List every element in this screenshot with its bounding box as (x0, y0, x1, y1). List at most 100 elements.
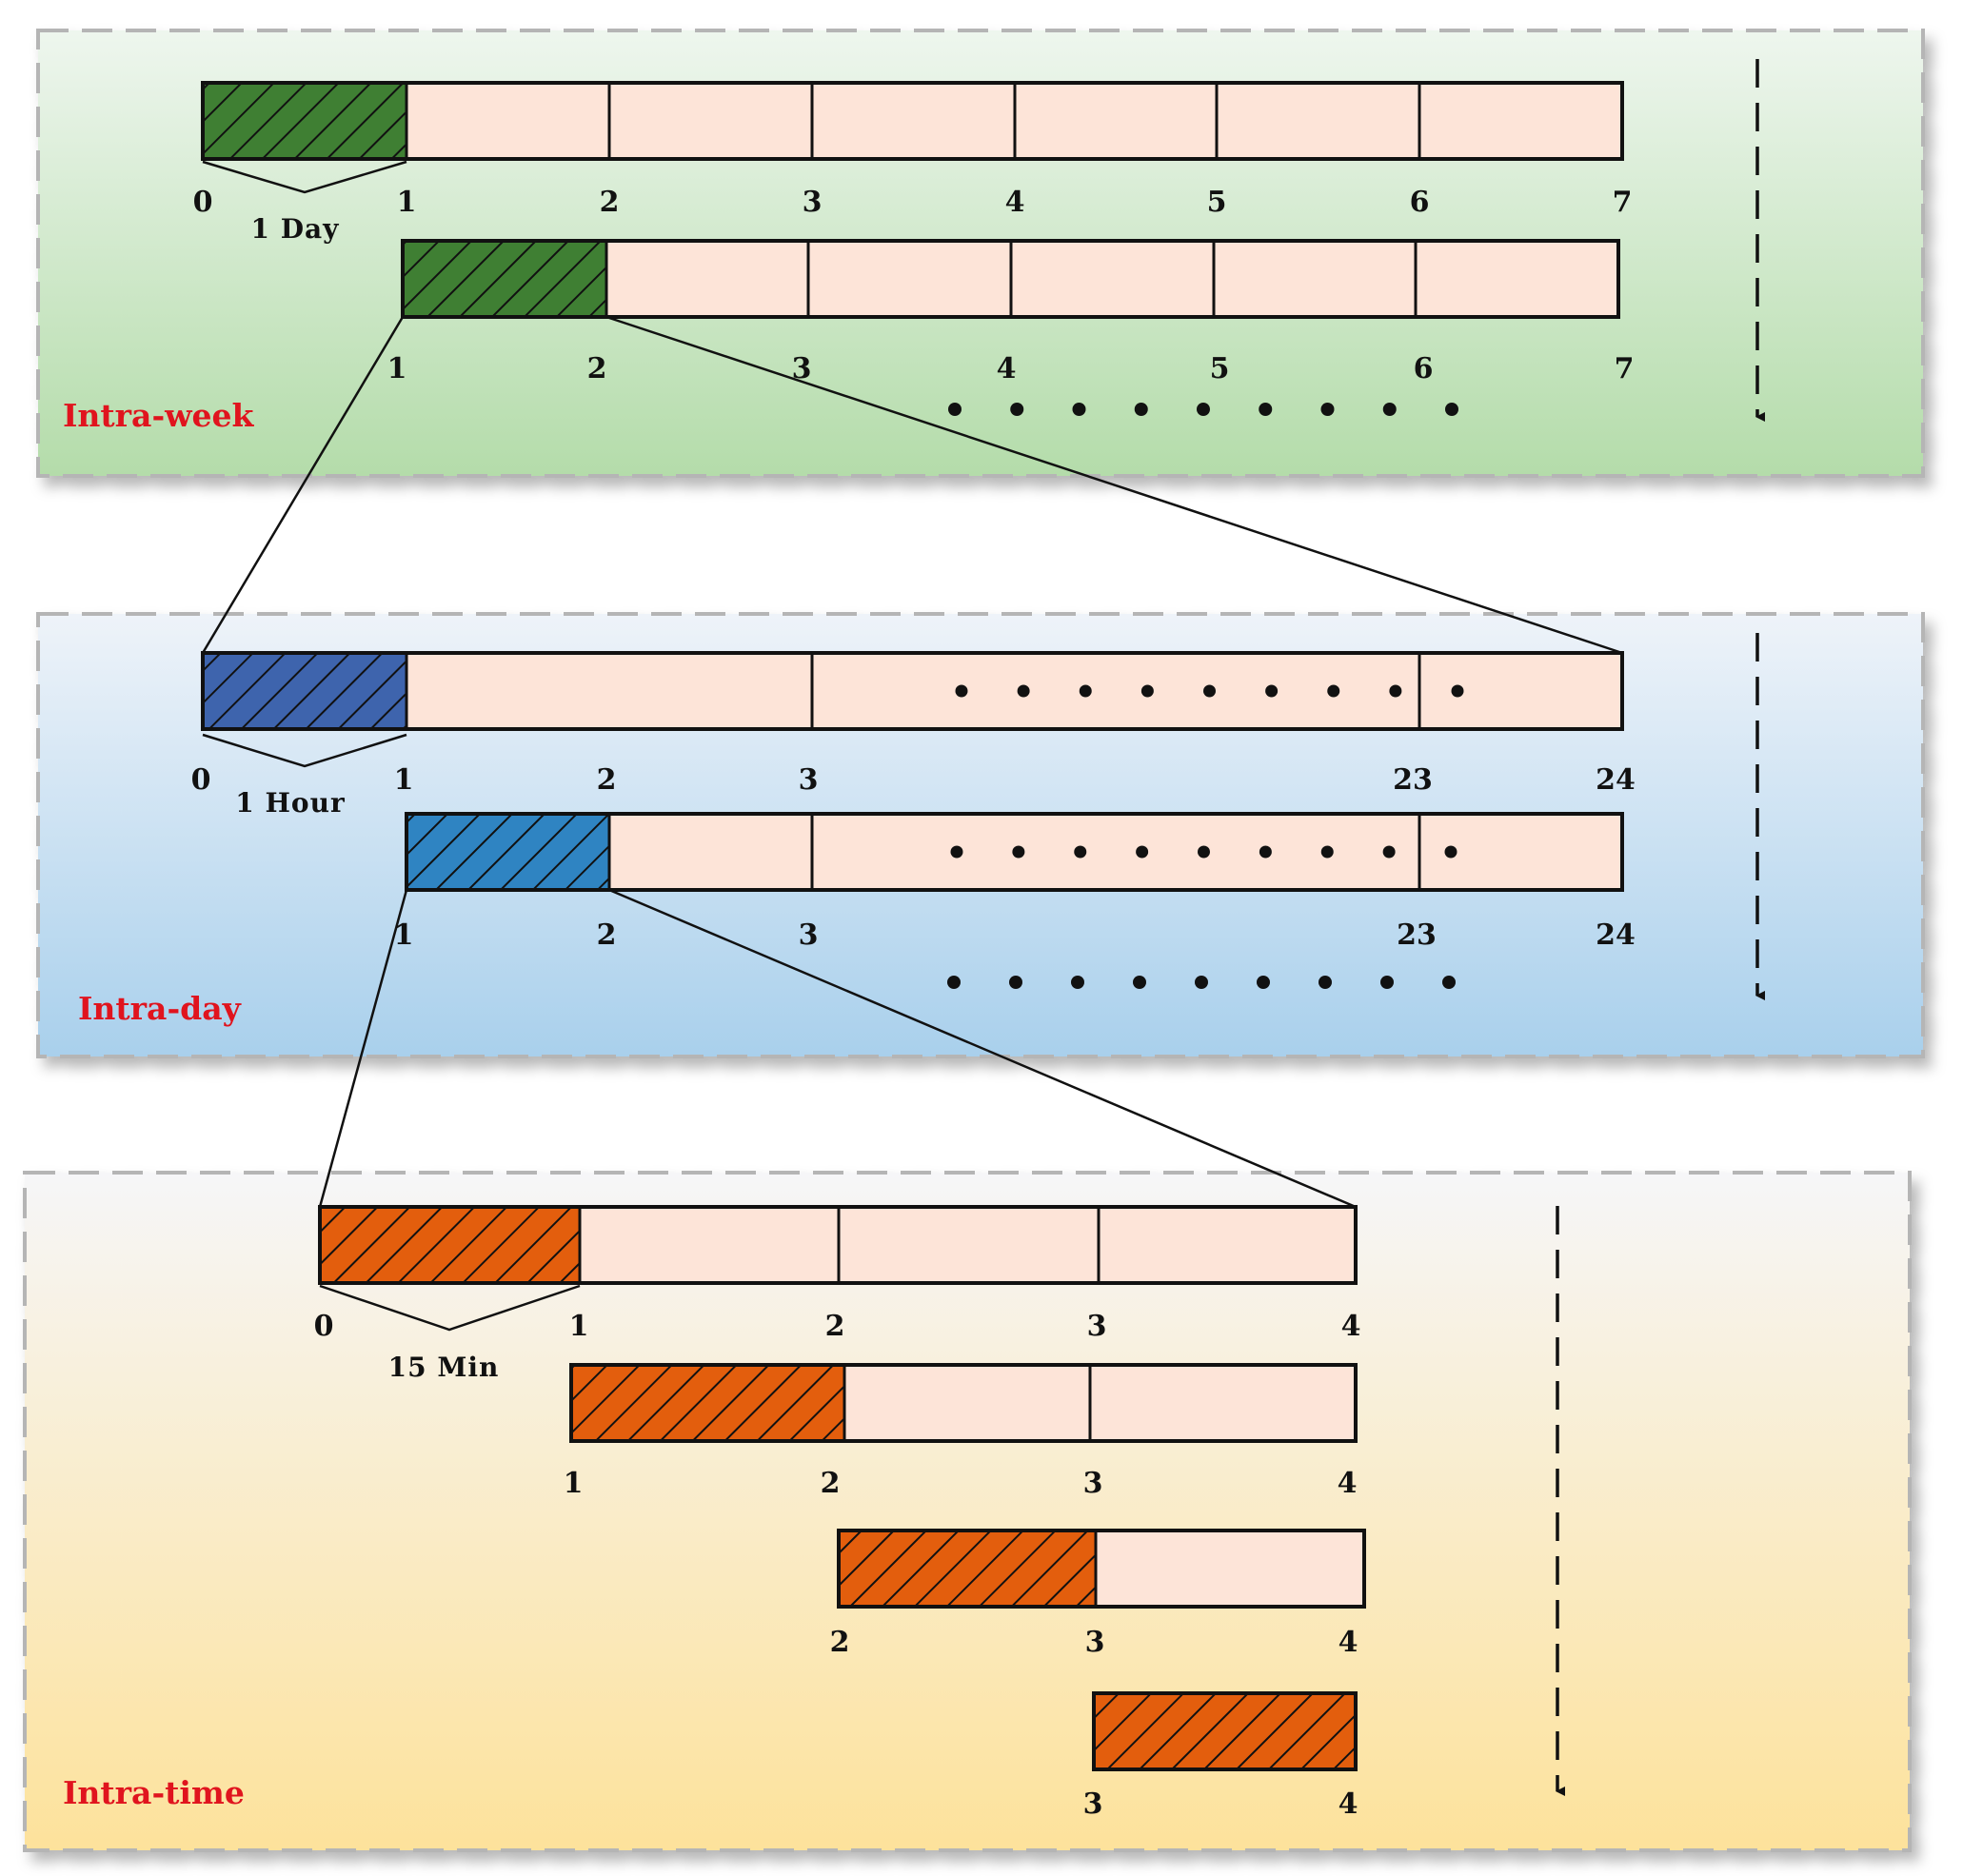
ellipsis-dot-p1-bar0-4 (1203, 684, 1216, 698)
tick-label-p2-bar1-2: 3 (1083, 1467, 1103, 1500)
tick-label-p2-bar0-2: 2 (825, 1310, 845, 1343)
tick-label-p2-bar0-0: 0 (314, 1310, 334, 1343)
tick-label-p0-bar1-5: 6 (1414, 352, 1434, 385)
tick-label-p1-bar0-1: 1 (394, 763, 414, 797)
ellipsis-dot-p1-bar0-2 (1079, 684, 1092, 698)
continuation-dot-panel1-1 (1009, 976, 1022, 989)
continuation-dot-panel1-6 (1319, 976, 1332, 989)
tick-label-p0-bar0-2: 2 (600, 186, 620, 219)
tick-label-p0-bar1-0: 1 (387, 352, 407, 385)
ellipsis-dot-p1-bar1-6 (1320, 845, 1334, 859)
tick-label-p1-bar0-5: 24 (1596, 763, 1636, 797)
active-segment-hatch-p0-bar0 (203, 83, 406, 159)
continuation-dot-panel0-2 (1072, 403, 1086, 416)
bar-outline-p2-bar1 (569, 1363, 1358, 1443)
tick-label-p0-bar0-5: 5 (1207, 186, 1227, 219)
tick-label-p0-bar1-6: 7 (1615, 352, 1635, 385)
week-to-day-connector-left (201, 316, 405, 654)
ellipsis-dot-p1-bar0-5 (1265, 684, 1279, 698)
ellipsis-dot-p1-bar0-0 (955, 684, 968, 698)
ellipsis-dot-p1-bar0-8 (1451, 684, 1464, 698)
continuation-dot-panel1-0 (947, 976, 961, 989)
active-segment-hatch-p0-bar1 (403, 241, 606, 317)
intra-day-label: Intra-day (78, 990, 242, 1027)
tick-label-p2-bar1-1: 2 (821, 1467, 841, 1500)
tick-label-p2-bar2-1: 3 (1085, 1626, 1105, 1659)
active-segment-hatch-p1-bar1 (406, 814, 609, 890)
continuation-dot-panel1-7 (1380, 976, 1394, 989)
tick-label-p0-bar1-2: 3 (792, 352, 812, 385)
min-span-brace (319, 1284, 581, 1332)
continuation-dot-panel1-8 (1442, 976, 1456, 989)
active-segment-hatch-p2-bar3 (1094, 1693, 1356, 1769)
tick-label-p1-bar1-2: 3 (799, 918, 819, 952)
day-to-time-connector-left (318, 889, 408, 1208)
tick-label-p2-bar3-1: 4 (1338, 1787, 1358, 1821)
active-segment-hatch-p2-bar1 (571, 1365, 844, 1441)
bar-outline-p2-bar3 (1092, 1691, 1358, 1771)
day-span-brace (202, 160, 407, 194)
span-label-hour: 1 Hour (235, 787, 346, 819)
continuation-dot-panel0-5 (1259, 403, 1273, 416)
intra-week-label: Intra-week (63, 397, 255, 434)
active-segment-hatch-p2-bar2 (839, 1530, 1096, 1607)
bar-outline-p2-bar0 (318, 1205, 1358, 1285)
progression-arrows (1556, 59, 1765, 1796)
ellipsis-dot-p1-bar1-8 (1444, 845, 1457, 859)
week-to-day-connector-right (605, 315, 1623, 655)
tick-label-p0-bar0-0: 0 (193, 186, 213, 219)
zoom-connectors (201, 315, 1623, 1209)
span-label-min: 15 Min (388, 1352, 500, 1383)
tick-label-p0-bar1-1: 2 (587, 352, 607, 385)
ellipsis-dot-p1-bar1-0 (950, 845, 963, 859)
window-bar-p0-bar0 (203, 83, 1622, 159)
continuation-dot-panel0-8 (1445, 403, 1458, 416)
continuation-dot-panel0-6 (1320, 403, 1335, 416)
bar-outline-p1-bar0 (201, 651, 1624, 731)
tick-label-p2-bar0-3: 3 (1087, 1310, 1107, 1343)
tick-label-p2-bar1-0: 1 (564, 1467, 584, 1500)
continuation-dot-panel0-3 (1134, 403, 1148, 416)
active-segment-hatch-p1-bar0 (203, 653, 406, 729)
ellipsis-dot-p1-bar0-3 (1140, 684, 1154, 698)
tick-label-p0-bar1-3: 4 (997, 352, 1017, 385)
span-braces (202, 160, 581, 1332)
bar-outline-p1-bar1 (405, 812, 1624, 892)
tick-label-p0-bar0-4: 4 (1005, 186, 1025, 219)
intra-time-label: Intra-time (63, 1774, 245, 1811)
tick-label-p0-bar0-7: 7 (1613, 186, 1633, 219)
ellipsis-dot-p1-bar0-1 (1017, 684, 1030, 698)
intra-time-panel (23, 1171, 1912, 1852)
tick-label-p2-bar2-0: 2 (830, 1626, 850, 1659)
tick-label-p1-bar1-4: 24 (1596, 918, 1636, 952)
tick-label-p2-bar2-2: 4 (1338, 1626, 1358, 1659)
window-bar-p1-bar0 (203, 653, 1622, 729)
tick-label-p1-bar0-0: 0 (191, 763, 211, 797)
ellipsis-dot-p1-bar1-2 (1074, 845, 1087, 859)
ellipsis-dot-p1-bar0-6 (1327, 684, 1340, 698)
ellipsis-dot-p1-bar0-7 (1389, 684, 1402, 698)
bar-outline-p0-bar1 (401, 239, 1620, 319)
continuation-dot-panel1-3 (1133, 976, 1146, 989)
tick-label-p2-bar1-3: 4 (1338, 1467, 1358, 1500)
continuation-dot-panel0-4 (1197, 403, 1210, 416)
tick-label-p1-bar1-3: 23 (1397, 918, 1437, 952)
ellipsis-dot-p1-bar1-1 (1012, 845, 1025, 859)
continuation-dot-panel0-7 (1382, 403, 1397, 416)
continuation-dot-panel0-0 (948, 403, 962, 416)
tick-label-p2-bar3-0: 3 (1083, 1787, 1103, 1821)
ellipsis-dot-p1-bar1-5 (1259, 845, 1272, 859)
span-label-day: 1 Day (251, 213, 340, 245)
tick-label-p1-bar0-3: 3 (799, 763, 819, 797)
tick-label-p1-bar0-4: 23 (1393, 763, 1433, 797)
hour-span-brace (202, 733, 407, 768)
day-to-time-connector-right (608, 888, 1357, 1209)
tick-label-p1-bar0-2: 2 (597, 763, 617, 797)
tick-label-p2-bar0-4: 4 (1341, 1310, 1361, 1343)
bar-outline-p2-bar2 (837, 1529, 1366, 1609)
tick-label-p2-bar0-1: 1 (569, 1310, 589, 1343)
ellipsis-dot-p1-bar1-4 (1198, 845, 1210, 859)
continuation-dot-panel1-5 (1257, 976, 1270, 989)
